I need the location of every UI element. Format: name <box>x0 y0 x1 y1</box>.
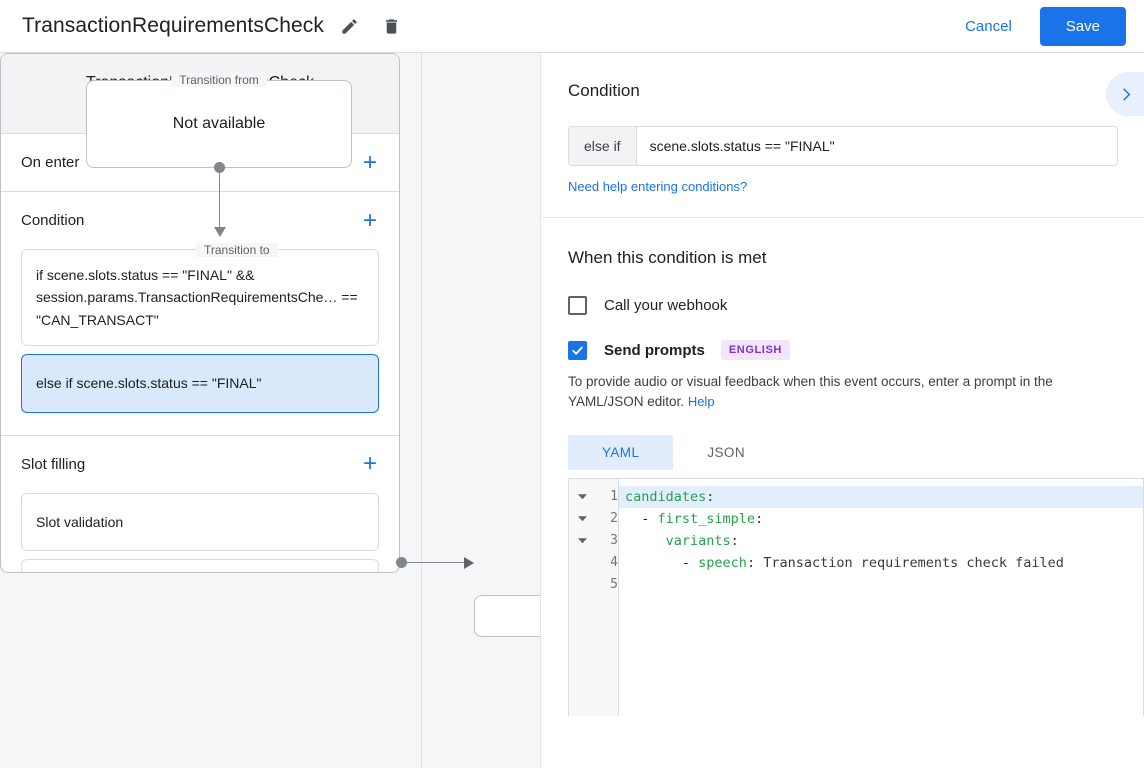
line-number: 4 <box>610 554 618 570</box>
flow-canvas[interactable]: Transition from Not available Transition… <box>0 53 541 768</box>
send-prompts-checkbox[interactable] <box>568 340 587 360</box>
add-condition-button[interactable]: + <box>362 206 377 234</box>
condition-list: if scene.slots.status == "FINAL" && sess… <box>21 249 379 435</box>
send-prompts-label: Send prompts <box>604 341 705 359</box>
top-bar: TransactionRequirementsCheck Cancel Save <box>0 0 1144 53</box>
send-prompts-checkbox-row[interactable]: Send prompts ENGLISH <box>568 340 1118 360</box>
section-header-condition: Condition + <box>21 192 379 249</box>
section-label-slot-filling: Slot filling <box>21 455 86 473</box>
when-met-title: When this condition is met <box>568 248 767 267</box>
condition-expression-input[interactable]: scene.slots.status == "FINAL" <box>649 138 835 154</box>
section-condition: Condition + if scene.slots.status == "FI… <box>1 192 399 436</box>
editor-code-area[interactable]: candidates: - first_simple: variants: - … <box>619 479 1143 716</box>
transition-from-card: Transition from Not available <box>86 73 352 168</box>
editor-fold-column <box>569 478 595 716</box>
code-key: speech <box>698 554 747 571</box>
fold-placeholder <box>569 574 595 596</box>
line-number: 1 <box>610 488 618 504</box>
details-panel: Condition else if scene.slots.status == … <box>542 53 1144 768</box>
code-punct: : <box>730 532 739 549</box>
code-key: candidates <box>625 488 707 505</box>
code-punct: : <box>706 488 715 505</box>
condition-help-link[interactable]: Need help entering conditions? <box>568 179 748 194</box>
connector-line-horizontal <box>401 562 467 563</box>
language-badge: ENGLISH <box>720 340 790 360</box>
section-label-condition: Condition <box>21 212 85 229</box>
trash-icon[interactable] <box>374 9 408 43</box>
code-key: first_simple <box>657 510 756 527</box>
cancel-button[interactable]: Cancel <box>951 9 1026 44</box>
code-line: - speech: Transaction requirements check… <box>625 554 1064 571</box>
help-link[interactable]: Help <box>687 394 715 410</box>
fold-toggle-icon[interactable] <box>569 530 595 552</box>
connector-arrowhead-down <box>214 227 226 237</box>
section-label-on-enter: On enter <box>21 154 80 171</box>
connector-arrowhead-right <box>464 557 474 569</box>
condition-input-row[interactable]: else if scene.slots.status == "FINAL" <box>568 126 1118 166</box>
fold-placeholder <box>569 552 595 574</box>
editor-format-tabs: YAML JSON <box>568 434 1118 470</box>
code-line: - first_simple: <box>625 510 764 527</box>
transition-from-legend: Transition from <box>171 73 267 87</box>
panel-divider <box>542 217 1144 218</box>
chevron-right-icon[interactable] <box>1106 72 1144 116</box>
code-line <box>619 574 1143 596</box>
fold-toggle-icon[interactable] <box>569 486 595 508</box>
condition-prefix-label: else if <box>569 127 637 165</box>
webhook-checkbox[interactable] <box>568 296 587 315</box>
panel-when-met-section: When this condition is met Call your web… <box>542 218 1144 470</box>
line-number: 3 <box>610 532 618 548</box>
pencil-icon[interactable] <box>332 9 366 43</box>
section-header-slot-filling: Slot filling + <box>21 436 379 493</box>
webhook-label: Call your webhook <box>604 297 728 314</box>
tab-json[interactable]: JSON <box>707 444 745 460</box>
slot-filling-list: Slot validation TransactionRequirementsC… <box>21 492 379 572</box>
code-punct: : <box>755 510 764 527</box>
line-number: 2 <box>610 510 618 526</box>
target-node-card-partial[interactable] <box>474 595 541 637</box>
tab-yaml[interactable]: YAML <box>568 434 674 470</box>
save-button[interactable]: Save <box>1039 6 1126 46</box>
transition-to-legend: Transition to <box>196 243 278 257</box>
slot-filling-item[interactable]: Slot validation <box>21 492 379 551</box>
condition-item[interactable]: if scene.slots.status == "FINAL" && sess… <box>21 249 379 347</box>
editor-line-numbers: 1 2 3 4 5 <box>595 478 619 716</box>
section-header-on-enter: On enter + <box>21 134 379 191</box>
line-number: 5 <box>610 576 618 592</box>
code-line: candidates: <box>619 485 1143 508</box>
section-slot-filling: Slot filling + Slot validation Transacti… <box>1 436 399 572</box>
code-key: variants <box>665 532 731 549</box>
add-on-enter-button[interactable]: + <box>362 148 377 176</box>
slot-filling-item[interactable]: TransactionRequirementsCheck <box>21 558 379 572</box>
connector-line-vertical <box>219 167 220 229</box>
webhook-checkbox-row[interactable]: Call your webhook <box>568 296 1118 315</box>
section-on-enter: On enter + <box>1 134 399 192</box>
canvas-guide-line <box>421 53 422 768</box>
transition-from-value: Not available <box>172 115 266 132</box>
yaml-editor[interactable]: 1 2 3 4 5 candidates: - first_simple: va… <box>568 477 1144 716</box>
code-punct: : Transaction requirements check failed <box>746 554 1064 571</box>
fold-toggle-icon[interactable] <box>569 508 595 530</box>
page-title: TransactionRequirementsCheck <box>22 14 324 37</box>
send-prompts-description: To provide audio or visual feedback when… <box>568 372 1118 413</box>
canvas-right-edge <box>540 53 541 768</box>
condition-item-selected[interactable]: else if scene.slots.status == "FINAL" <box>21 354 379 413</box>
add-slot-filling-button[interactable]: + <box>362 450 377 478</box>
code-line: variants: <box>619 530 1143 552</box>
panel-condition-title: Condition <box>568 81 640 100</box>
send-prompts-description-text: To provide audio or visual feedback when… <box>568 374 1053 410</box>
panel-condition-section: Condition else if scene.slots.status == … <box>542 53 1144 196</box>
